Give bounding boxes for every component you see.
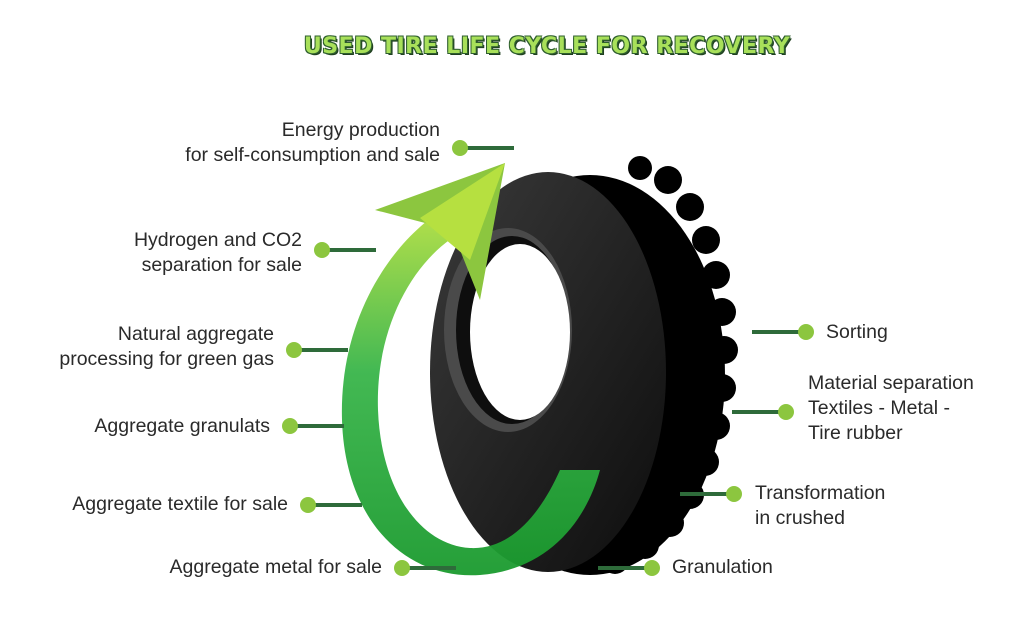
label-aggregate-granulats: Aggregate granulats: [94, 415, 270, 437]
label-transformation: Transformation in crushed: [755, 482, 886, 529]
cycle-arrow-icon: [341, 163, 600, 576]
label-sorting: Sorting: [826, 321, 888, 343]
connector-dots: [282, 140, 814, 576]
connectors: [290, 146, 806, 570]
label-granulation: Granulation: [672, 556, 773, 578]
label-material-separation: Material separation Textiles - Metal - T…: [808, 372, 974, 444]
diagram-title: USED TIRE LIFE CYCLE FOR RECOVERY: [303, 34, 791, 59]
label-natural-aggregate: Natural aggregate processing for green g…: [59, 323, 274, 370]
label-aggregate-textile: Aggregate textile for sale: [72, 493, 288, 515]
label-aggregate-metal: Aggregate metal for sale: [169, 556, 382, 578]
label-energy-production: Energy production for self-consumption a…: [185, 119, 440, 166]
label-hydrogen-co2: Hydrogen and CO2 separation for sale: [133, 229, 302, 276]
